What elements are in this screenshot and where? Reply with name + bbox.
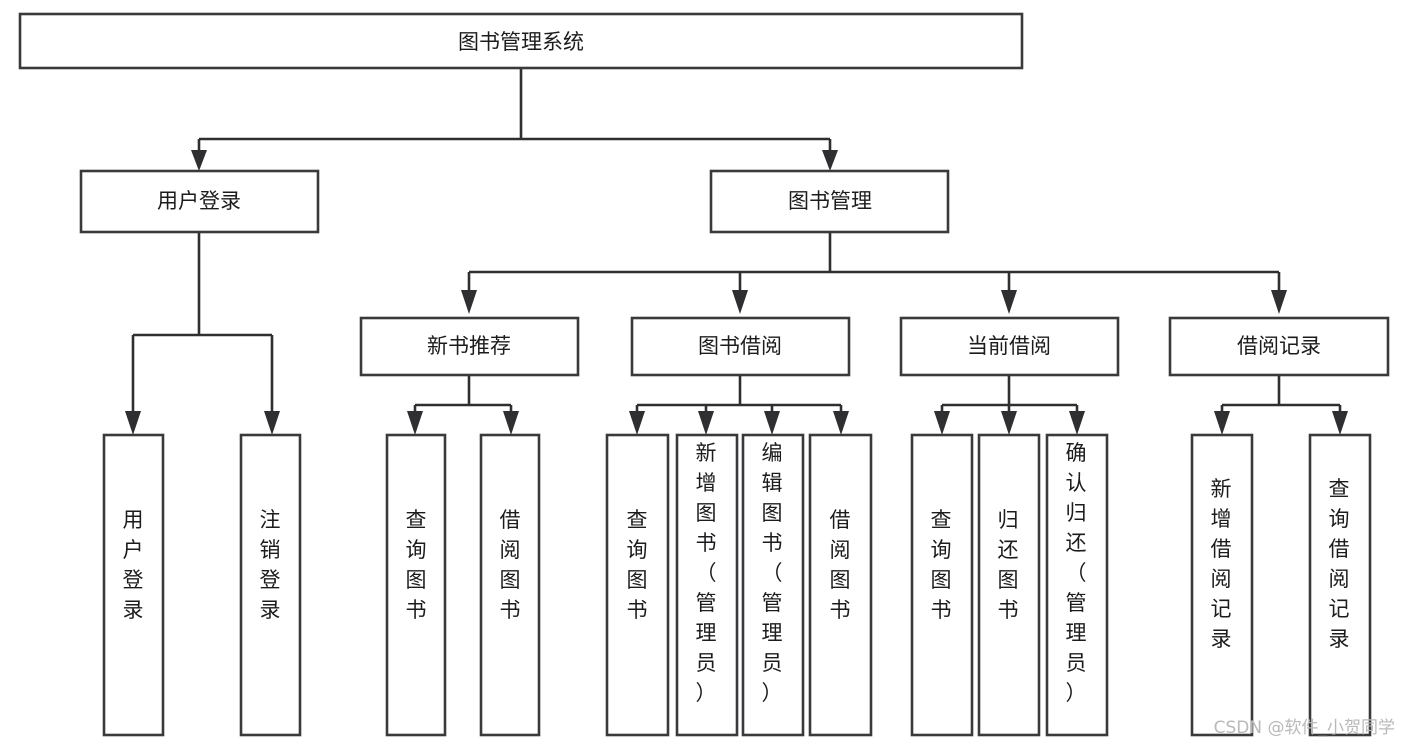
watermark-label: CSDN @软件_小贺同学 (1214, 718, 1395, 738)
leaf-node-user-login-box[interactable] (102, 433, 165, 737)
leaf-node-query-book-current-box[interactable] (910, 433, 974, 737)
arrow-head-icon-bookborrow-leaf2 (698, 411, 714, 435)
arrow-head-icon-currentborrow-leaf3 (1069, 411, 1085, 435)
connector-group-root-to-level1 (191, 68, 838, 171)
arrow-head-icon-userlogin (191, 150, 207, 171)
node-root-system-box[interactable] (18, 12, 1024, 70)
node-user-login-box[interactable] (79, 169, 320, 234)
arrow-head-icon-bookborrow-leaf1 (629, 411, 645, 435)
node-book-management-label: 图书管理 (788, 189, 872, 213)
arrow-head-icon-bookborrow (732, 290, 748, 314)
leaf-node-logout-label: 注销登录 (260, 508, 281, 622)
leaf-node-add-book-admin-box[interactable] (675, 433, 739, 737)
node-new-book-recommend[interactable]: 新书推荐 (359, 316, 580, 377)
arrow-head-icon-newbook (461, 290, 477, 314)
arrow-head-icon-userlogin-leaf1 (125, 411, 141, 435)
leaf-node-return-book-label: 归还图书 (998, 508, 1019, 622)
leaf-node-query-book-borrow[interactable]: 查询图书 (605, 433, 670, 737)
leaf-node-query-borrow-record-box[interactable] (1308, 433, 1372, 737)
arrow-head-icon-currentborrow (1001, 290, 1017, 314)
node-borrow-record-label: 借阅记录 (1237, 334, 1321, 358)
connector-group-newbook-to-leaves (407, 375, 519, 435)
leaf-node-user-login[interactable]: 用户登录 (102, 433, 165, 737)
node-new-book-recommend-label: 新书推荐 (427, 334, 511, 358)
node-root-system[interactable]: 图书管理系统 (18, 12, 1024, 70)
arrow-head-icon-borrowrecord (1271, 290, 1287, 314)
leaf-node-return-book-box[interactable] (977, 433, 1041, 737)
node-book-borrow-box[interactable] (630, 316, 851, 377)
connector-group-bookborrow-to-leaves (629, 375, 849, 435)
leaf-node-add-borrow-record[interactable]: 新增借阅记录 (1190, 433, 1254, 737)
leaf-node-edit-book-admin-box[interactable] (741, 433, 805, 737)
arrow-head-icon-newbook-leaf1 (407, 411, 423, 435)
leaf-node-return-book[interactable]: 归还图书 (977, 433, 1041, 737)
arrow-head-icon-bookborrow-leaf4 (833, 411, 849, 435)
leaf-node-query-borrow-record-label: 查询借阅记录 (1329, 477, 1350, 651)
arrow-head-icon-borrowrecord-leaf2 (1332, 411, 1348, 435)
leaf-node-confirm-return-admin-label: 确认归还（管理员） (1066, 441, 1087, 705)
node-current-borrow[interactable]: 当前借阅 (899, 316, 1120, 377)
leaf-node-query-book-recommend[interactable]: 查询图书 (385, 433, 447, 737)
node-book-borrow[interactable]: 图书借阅 (630, 316, 851, 377)
node-user-login[interactable]: 用户登录 (79, 169, 320, 234)
leaf-node-borrow-book-box[interactable] (808, 433, 873, 737)
leaf-node-add-borrow-record-label: 新增借阅记录 (1211, 477, 1232, 651)
arrow-head-icon-currentborrow-leaf1 (934, 411, 950, 435)
leaf-node-borrow-book[interactable]: 借阅图书 (808, 433, 873, 737)
leaf-node-confirm-return-admin-box[interactable] (1045, 433, 1109, 737)
leaf-node-query-book-current[interactable]: 查询图书 (910, 433, 974, 737)
node-book-management[interactable]: 图书管理 (709, 169, 950, 234)
leaf-node-add-book-admin-label: 新增图书（管理员） (696, 441, 717, 705)
leaf-node-borrow-book-recommend[interactable]: 借阅图书 (479, 433, 541, 737)
leaf-node-confirm-return-admin[interactable]: 确认归还（管理员） (1045, 433, 1109, 737)
connector-group-borrowrecord-to-leaves (1214, 375, 1348, 435)
leaf-node-query-book-borrow-box[interactable] (605, 433, 670, 737)
arrow-head-icon-bookmgmt (822, 150, 838, 171)
arrow-head-icon-newbook-leaf2 (503, 411, 519, 435)
connector-group-currentborrow-to-leaves (934, 375, 1085, 435)
arrow-head-icon-userlogin-leaf2 (264, 411, 280, 435)
node-new-book-recommend-box[interactable] (359, 316, 580, 377)
leaf-node-query-book-recommend-box[interactable] (385, 433, 447, 737)
node-root-system-label: 图书管理系统 (458, 30, 584, 54)
node-borrow-record-box[interactable] (1168, 316, 1390, 377)
node-user-login-label: 用户登录 (157, 189, 241, 213)
leaf-node-borrow-book-recommend-box[interactable] (479, 433, 541, 737)
leaf-node-query-book-current-label: 查询图书 (931, 508, 952, 622)
leaf-node-query-book-borrow-label: 查询图书 (627, 508, 648, 622)
arrow-head-icon-borrowrecord-leaf1 (1214, 411, 1230, 435)
node-book-borrow-label: 图书借阅 (698, 334, 782, 358)
leaf-node-query-borrow-record[interactable]: 查询借阅记录 (1308, 433, 1372, 737)
leaf-node-borrow-book-label: 借阅图书 (830, 508, 851, 622)
node-book-management-box[interactable] (709, 169, 950, 234)
leaf-node-query-book-recommend-label: 查询图书 (406, 508, 427, 622)
leaf-node-add-borrow-record-box[interactable] (1190, 433, 1254, 737)
leaf-node-add-book-admin[interactable]: 新增图书（管理员） (675, 433, 739, 737)
node-borrow-record[interactable]: 借阅记录 (1168, 316, 1390, 377)
arrow-head-icon-bookborrow-leaf3 (764, 411, 780, 435)
connector-group-userlogin-to-leaves (125, 232, 280, 435)
leaf-node-user-login-label: 用户登录 (123, 508, 144, 622)
leaf-node-borrow-book-recommend-label: 借阅图书 (500, 508, 521, 622)
arrow-head-icon-currentborrow-leaf2 (1001, 411, 1017, 435)
leaf-node-edit-book-admin[interactable]: 编辑图书（管理员） (741, 433, 805, 737)
leaf-node-logout[interactable]: 注销登录 (239, 433, 302, 737)
leaf-node-edit-book-admin-label: 编辑图书（管理员） (762, 441, 783, 705)
connector-group-bookmgmt-to-level2 (461, 232, 1287, 314)
node-current-borrow-label: 当前借阅 (967, 334, 1051, 358)
node-current-borrow-box[interactable] (899, 316, 1120, 377)
leaf-node-logout-box[interactable] (239, 433, 302, 737)
